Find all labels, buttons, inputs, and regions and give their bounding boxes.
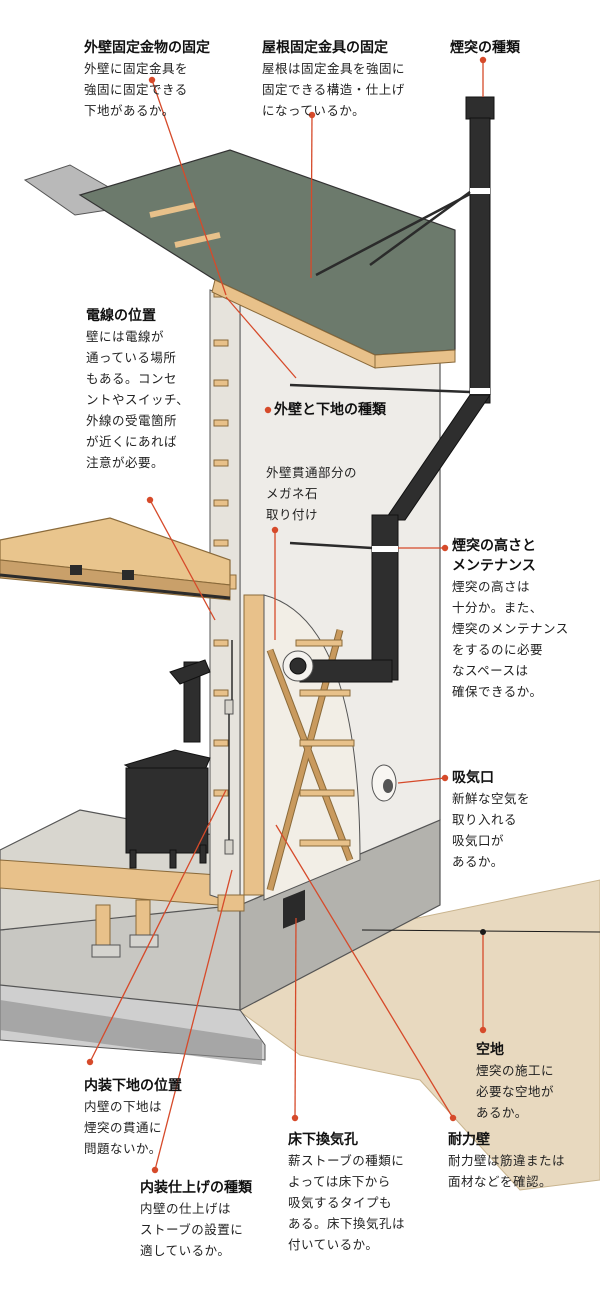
label-open-space-title: 空地	[476, 1042, 504, 1058]
label-chimney-height-title: 煙突の高さと メンテナンス	[452, 538, 536, 574]
label-interior-base-desc: 内壁の下地は 煙突の貫通に 問題ないか。	[84, 1099, 163, 1156]
air-intake-vent	[371, 764, 397, 802]
label-roof-fixing-title: 屋根固定金具の固定	[262, 40, 388, 56]
chimney-supports	[289, 190, 471, 550]
label-wall-fixing-desc: 外壁に固定金具を 強固に固定できる 下地があるか。	[84, 61, 189, 118]
label-chimney-type-title: 煙突の種類	[450, 40, 520, 56]
label-wire-position: 電線の位置 壁には電線が 通っている場所 もある。コンセ ントやスイッチ、 外線…	[86, 306, 189, 473]
label-wall-fixing-title: 外壁固定金物の固定	[84, 40, 210, 56]
underfloor-vent-opening	[283, 889, 305, 929]
roof	[23, 149, 456, 369]
label-chimney-type: 煙突の種類	[450, 38, 520, 58]
label-open-space: 空地 煙突の施工に 必要な空地が あるか。	[476, 1040, 554, 1123]
label-wire-position-desc: 壁には電線が 通っている場所 もある。コンセ ントやスイッチ、 外線の受電箇所 …	[86, 329, 190, 470]
label-air-intake-title: 吸気口	[452, 770, 494, 786]
leader-lines	[89, 60, 484, 1171]
label-chimney-height-desc: 煙突の高さは 十分か。また、 煙突のメンテナンス をするのに必要 なスペースは …	[452, 579, 569, 699]
label-roof-fixing: 屋根固定金具の固定 屋根は固定金具を強固に 固定できる構造・仕上げ になっている…	[262, 38, 405, 121]
label-wall-base-type: 外壁と下地の種類	[274, 400, 386, 420]
label-underfloor-vent-desc: 薪ストーブの種類に よっては床下から 吸気するタイプも ある。床下換気孔は 付い…	[288, 1153, 406, 1252]
label-spectacle-stone: 外壁貫通部分の メガネ石 取り付け	[266, 462, 357, 525]
leader-line-dots	[86, 56, 487, 1174]
label-spectacle-stone-text: 外壁貫通部分の メガネ石 取り付け	[266, 465, 358, 522]
chimney-bands	[372, 188, 490, 552]
label-roof-fixing-desc: 屋根は固定金具を強固に 固定できる構造・仕上げ になっているか。	[262, 61, 406, 118]
label-interior-finish-title: 内装仕上げの種類	[140, 1180, 252, 1196]
label-bearing-wall-title: 耐力壁	[448, 1132, 490, 1148]
label-air-intake-desc: 新鮮な空気を 取り入れる 吸気口が あるか。	[452, 791, 531, 869]
open-space-dimension	[361, 929, 600, 935]
wood-stove	[123, 659, 211, 869]
label-bearing-wall-desc: 耐力壁は筋違または 面材などを確認。	[448, 1153, 566, 1189]
label-interior-base-title: 内装下地の位置	[84, 1078, 182, 1094]
label-wall-base-type-title: 外壁と下地の種類	[274, 402, 386, 418]
label-interior-finish: 内装仕上げの種類 内壁の仕上げは ストーブの設置に 適しているか。	[140, 1178, 252, 1261]
label-open-space-desc: 煙突の施工に 必要な空地が あるか。	[476, 1063, 555, 1120]
upper-floor	[0, 517, 231, 601]
label-underfloor-vent-title: 床下換気孔	[288, 1132, 358, 1148]
label-interior-finish-desc: 内壁の仕上げは ストーブの設置に 適しているか。	[140, 1201, 244, 1258]
label-wall-fixing: 外壁固定金物の固定 外壁に固定金具を 強固に固定できる 下地があるか。	[84, 38, 210, 121]
label-bearing-wall: 耐力壁 耐力壁は筋違または 面材などを確認。	[448, 1130, 565, 1192]
wires	[228, 640, 233, 840]
label-wire-position-title: 電線の位置	[86, 308, 156, 324]
label-air-intake: 吸気口 新鮮な空気を 取り入れる 吸気口が あるか。	[452, 768, 530, 872]
label-interior-base: 内装下地の位置 内壁の下地は 煙突の貫通に 問題ないか。	[84, 1076, 182, 1159]
label-underfloor-vent: 床下換気孔 薪ストーブの種類に よっては床下から 吸気するタイプも ある。床下換…	[288, 1130, 405, 1255]
label-chimney-height: 煙突の高さと メンテナンス 煙突の高さは 十分か。また、 煙突のメンテナンス を…	[452, 536, 569, 702]
